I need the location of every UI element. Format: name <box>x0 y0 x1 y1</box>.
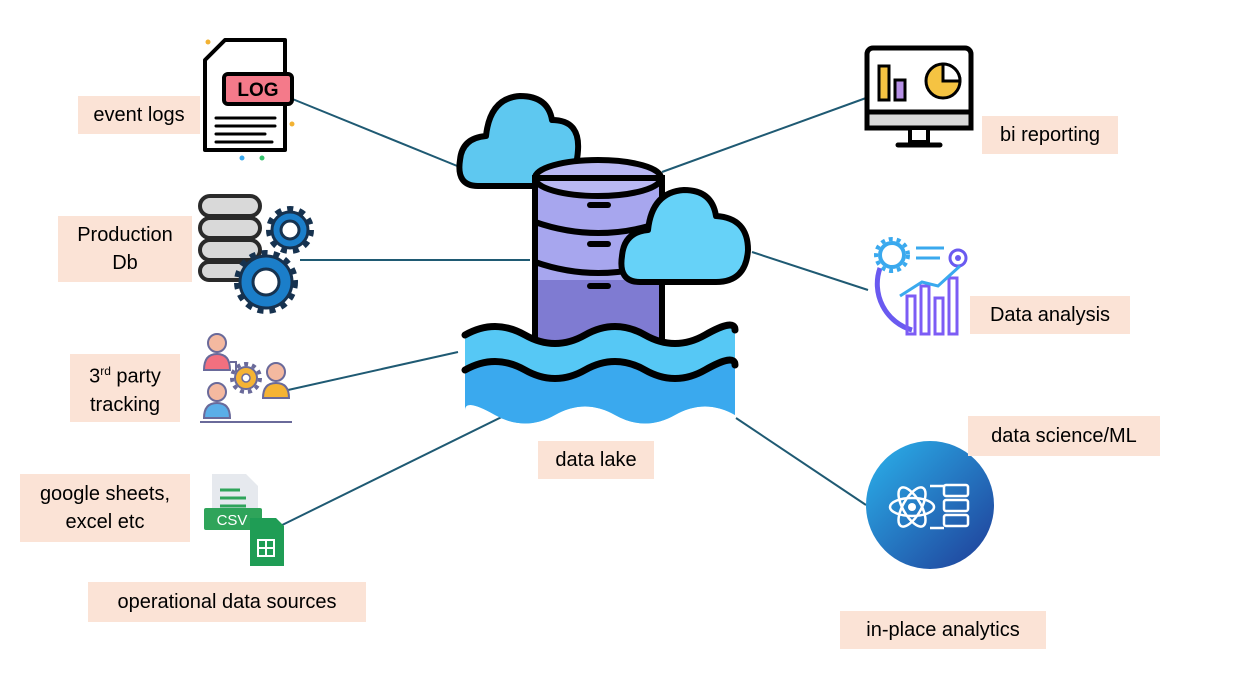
database-gears-icon <box>198 194 314 314</box>
label-data-science: data science/ML <box>968 416 1160 456</box>
label-third-party: 3rd party tracking <box>70 354 180 422</box>
label-event-logs: event logs <box>78 96 200 134</box>
label-operational-sources-text: operational data sources <box>117 591 337 613</box>
log-file-icon: LOG <box>203 38 295 161</box>
label-data-analysis: Data analysis <box>970 296 1130 334</box>
label-event-logs-text: event logs <box>93 104 185 126</box>
label-sheets: google sheets, excel etc <box>20 474 190 542</box>
people-gear-icon <box>200 333 292 423</box>
csv-badge-text: CSV <box>217 512 248 529</box>
connector-third-party <box>287 351 459 391</box>
third-party-rest: party <box>110 365 161 388</box>
label-third-party-line1: 3rd party <box>89 357 161 391</box>
label-bi-reporting-text: bi reporting <box>999 124 1101 146</box>
label-third-party-line2: tracking <box>89 393 161 416</box>
label-data-science-text: data science/ML <box>991 425 1137 447</box>
label-production-db-line1: Production <box>77 224 173 246</box>
label-data-lake: data lake <box>538 441 654 479</box>
analytics-gear-icon <box>874 237 968 336</box>
third-party-prefix: 3 <box>89 365 101 388</box>
cloud-left-icon <box>456 93 582 189</box>
connector-ml <box>735 417 867 506</box>
label-production-db: Production Db <box>58 216 192 282</box>
third-party-sup: rd <box>100 364 111 379</box>
connector-analysis <box>751 251 869 291</box>
connector-sheets <box>271 407 521 531</box>
connector-bi <box>661 97 867 173</box>
atom-server-icon <box>866 441 994 569</box>
label-operational-sources: operational data sources <box>88 582 366 622</box>
label-sheets-line2: excel etc <box>65 511 145 533</box>
label-sheets-line1: google sheets, <box>39 483 171 505</box>
label-bi-reporting: bi reporting <box>982 116 1118 154</box>
spreadsheet-csv-icon: CSV <box>204 474 284 566</box>
log-badge-text: LOG <box>237 80 278 101</box>
monitor-chart-icon <box>864 45 974 148</box>
label-data-analysis-text: Data analysis <box>989 304 1111 326</box>
cloud-right-icon <box>618 187 751 285</box>
connectors <box>271 97 869 531</box>
label-in-place-analytics: in-place analytics <box>840 611 1046 649</box>
label-data-lake-text: data lake <box>555 449 637 471</box>
data-lake-icon <box>456 93 751 424</box>
connector-event-logs <box>289 97 473 173</box>
label-in-place-analytics-text: in-place analytics <box>866 619 1020 641</box>
label-production-db-line2: Db <box>112 252 138 274</box>
